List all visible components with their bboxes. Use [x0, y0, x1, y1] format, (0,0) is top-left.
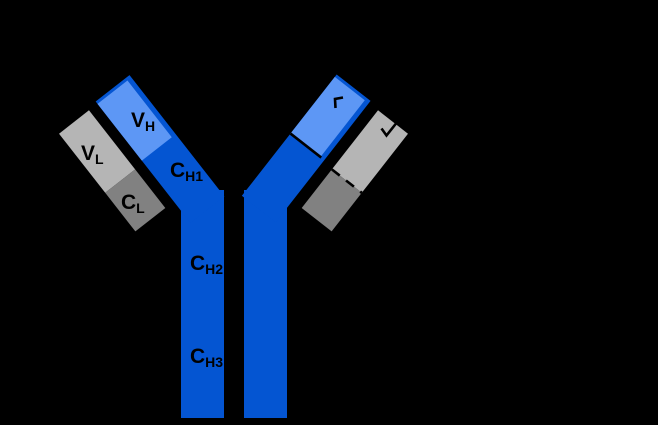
right-vh-ch1-boundary-line	[289, 132, 323, 159]
right-vl-cl-boundary-dashed-line	[331, 168, 363, 194]
right-cl-region	[301, 169, 362, 232]
label-ch1: CH1	[170, 159, 203, 184]
label-vl: VL	[81, 142, 104, 167]
label-ch3: CH3	[190, 345, 223, 370]
left-heavy-chain-arm-group	[95, 75, 225, 223]
label-ch2: CH2	[190, 252, 223, 277]
left-heavy-chain-stem	[181, 190, 224, 418]
left-cl-region	[105, 169, 166, 232]
right-vh-region	[290, 76, 365, 157]
left-vl-region	[59, 110, 136, 193]
left-light-chain-group	[59, 110, 166, 232]
right-light-annotation-mark	[380, 122, 398, 138]
right-heavy-annotation-mark	[333, 96, 344, 109]
label-vh: VH	[131, 109, 155, 134]
right-heavy-chain-arm-group	[241, 74, 371, 223]
left-vh-region	[97, 80, 172, 161]
label-cl: CL	[121, 191, 145, 216]
right-heavy-chain-stem	[244, 190, 287, 418]
